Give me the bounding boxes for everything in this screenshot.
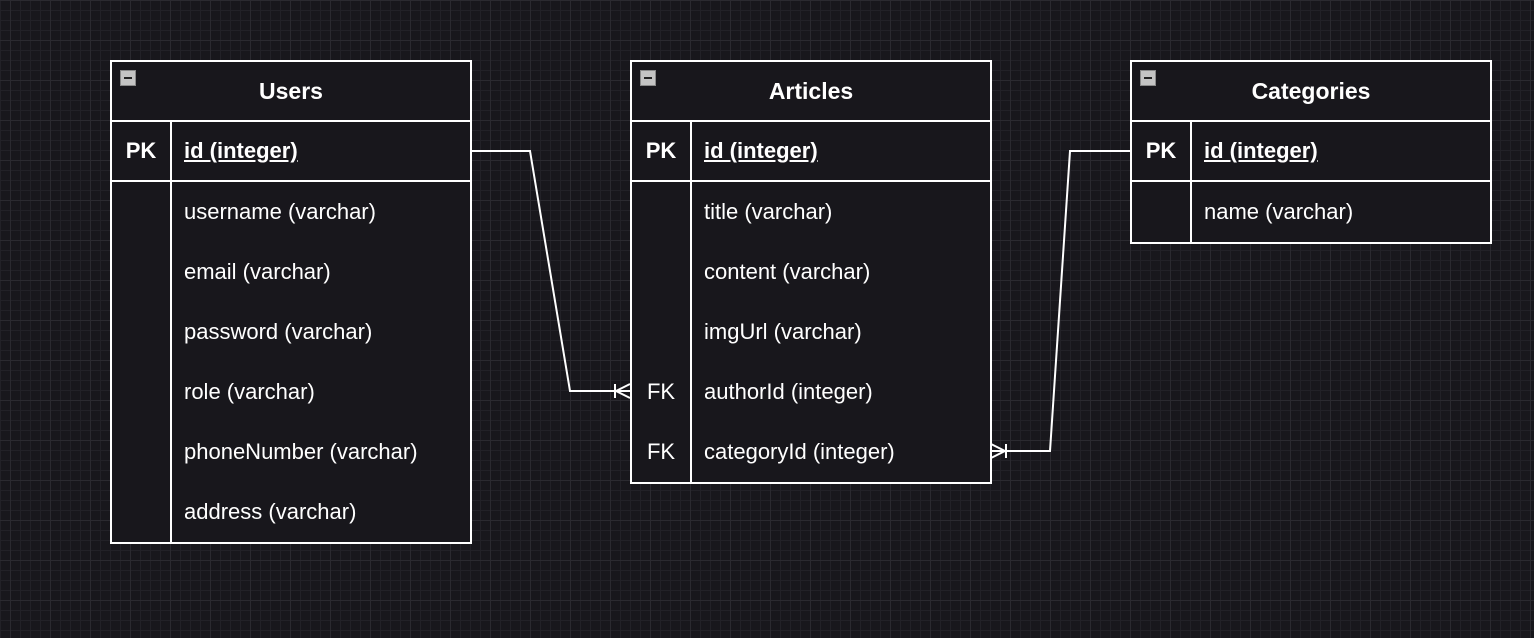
- collapse-icon[interactable]: [640, 70, 656, 86]
- field-row[interactable]: role (varchar): [112, 362, 470, 422]
- field-row[interactable]: imgUrl (varchar): [632, 302, 990, 362]
- field-name: email (varchar): [184, 259, 331, 284]
- field-name: password (varchar): [184, 319, 373, 344]
- collapse-icon[interactable]: [120, 70, 136, 86]
- categories-articles-relationship-line[interactable]: [991, 150, 1130, 452]
- field-row[interactable]: content (varchar): [632, 242, 990, 302]
- field-row[interactable]: title (varchar): [632, 182, 990, 242]
- field-name: authorId (integer): [704, 379, 873, 404]
- entity-articles[interactable]: Articles PK id (integer) title (varchar)…: [630, 60, 992, 484]
- column-divider: [170, 122, 172, 542]
- field-name: address (varchar): [184, 499, 357, 524]
- entity-users[interactable]: Users PK id (integer) username (varchar)…: [110, 60, 472, 544]
- field-name: phoneNumber (varchar): [184, 439, 418, 464]
- many-crowfoot-categoryid-icon: [990, 443, 1007, 459]
- field-row[interactable]: PK id (integer): [112, 122, 470, 182]
- field-name: categoryId (integer): [704, 439, 895, 464]
- entity-categories[interactable]: Categories PK id (integer) name (varchar…: [1130, 60, 1492, 244]
- field-name: title (varchar): [704, 199, 833, 224]
- field-name: imgUrl (varchar): [704, 319, 862, 344]
- entity-title: Articles: [768, 77, 854, 104]
- entity-title: Users: [259, 77, 323, 104]
- field-name: id (integer): [184, 138, 298, 163]
- foreign-key-label: FK: [646, 379, 676, 404]
- users-articles-relationship-line[interactable]: [471, 150, 630, 392]
- field-row[interactable]: email (varchar): [112, 242, 470, 302]
- entity-header[interactable]: Users: [112, 62, 470, 122]
- many-crowfoot-authorid-icon: [614, 383, 631, 399]
- field-name: name (varchar): [1204, 199, 1354, 224]
- foreign-key-label: FK: [646, 439, 676, 464]
- field-name: id (integer): [704, 138, 818, 163]
- entity-header[interactable]: Categories: [1132, 62, 1490, 122]
- column-divider: [1190, 122, 1192, 242]
- primary-key-label: PK: [125, 138, 157, 163]
- field-name: role (varchar): [184, 379, 315, 404]
- field-row[interactable]: PK id (integer): [632, 122, 990, 182]
- field-row[interactable]: username (varchar): [112, 182, 470, 242]
- field-row[interactable]: FK authorId (integer): [632, 362, 990, 422]
- field-row[interactable]: address (varchar): [112, 482, 470, 542]
- primary-key-label: PK: [645, 138, 677, 163]
- field-row[interactable]: phoneNumber (varchar): [112, 422, 470, 482]
- primary-key-label: PK: [1145, 138, 1177, 163]
- field-row[interactable]: password (varchar): [112, 302, 470, 362]
- collapse-icon[interactable]: [1140, 70, 1156, 86]
- field-row[interactable]: PK id (integer): [1132, 122, 1490, 182]
- field-row[interactable]: name (varchar): [1132, 182, 1490, 242]
- field-name: username (varchar): [184, 199, 376, 224]
- field-name: id (integer): [1204, 138, 1318, 163]
- field-name: content (varchar): [704, 259, 871, 284]
- column-divider: [690, 122, 692, 482]
- field-row[interactable]: FK categoryId (integer): [632, 422, 990, 482]
- entity-header[interactable]: Articles: [632, 62, 990, 122]
- entity-title: Categories: [1251, 77, 1371, 104]
